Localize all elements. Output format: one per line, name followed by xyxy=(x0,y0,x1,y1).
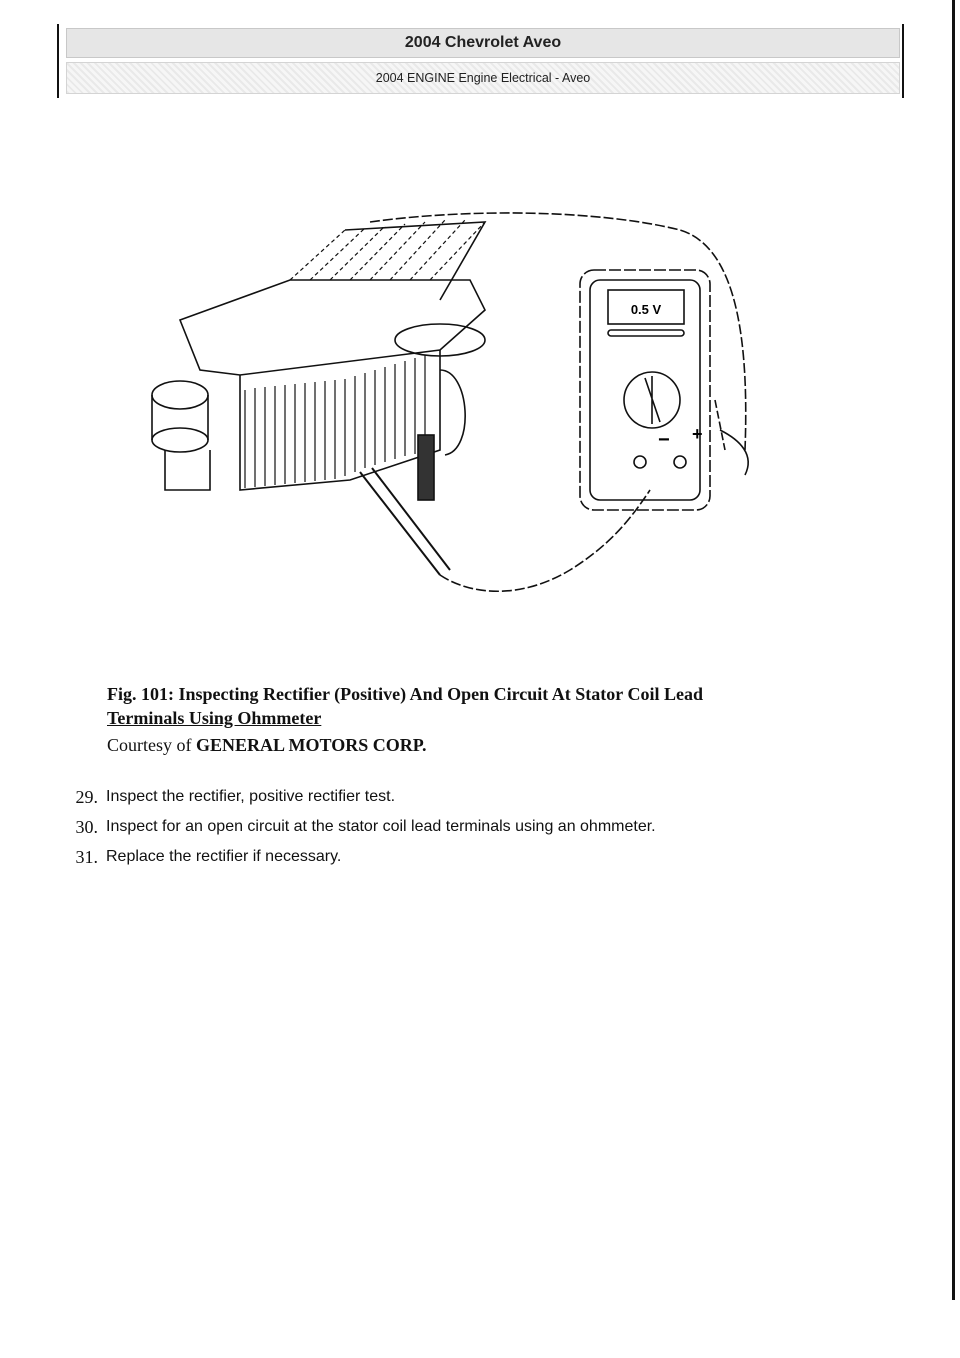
page-border-left xyxy=(57,24,59,98)
meter-display-reading: 0.5 V xyxy=(631,302,662,317)
figure-credit-prefix: Courtesy of xyxy=(107,735,192,755)
document-subtitle: 2004 ENGINE Engine Electrical - Aveo xyxy=(66,62,900,94)
list-item: 31. Replace the rectifier if necessary. xyxy=(62,844,902,874)
step-number: 31. xyxy=(75,847,99,867)
procedure-steps: 29. Inspect the rectifier, positive rect… xyxy=(62,784,902,874)
meter-minus-label: − xyxy=(658,429,670,451)
figure-caption-title: Fig. 101: Inspecting Rectifier (Positive… xyxy=(107,684,703,704)
step-number: 29. xyxy=(75,787,99,807)
figure-caption-link[interactable]: Terminals Using Ohmmeter xyxy=(107,708,322,728)
step-text: Inspect the rectifier, positive rectifie… xyxy=(106,788,396,805)
step-text: Inspect for an open circuit at the stato… xyxy=(106,818,656,835)
figure-caption: Fig. 101: Inspecting Rectifier (Positive… xyxy=(107,682,887,757)
meter-plus-label: + xyxy=(692,424,703,444)
step-text: Replace the rectifier if necessary. xyxy=(106,848,342,865)
document-header: 2004 Chevrolet Aveo 2004 ENGINE Engine E… xyxy=(66,28,900,94)
figure-credit-source: GENERAL MOTORS CORP. xyxy=(196,735,427,755)
rectifier-ohmmeter-illustration: 0.5 V − + xyxy=(151,212,749,592)
document-title: 2004 Chevrolet Aveo xyxy=(66,28,900,58)
page-border-right xyxy=(952,0,955,1300)
list-item: 29. Inspect the rectifier, positive rect… xyxy=(62,784,902,814)
list-item: 30. Inspect for an open circuit at the s… xyxy=(62,814,902,844)
figure-credit: Courtesy of GENERAL MOTORS CORP. xyxy=(107,733,887,757)
page-border-header-right xyxy=(902,24,904,98)
step-number: 30. xyxy=(75,817,99,837)
